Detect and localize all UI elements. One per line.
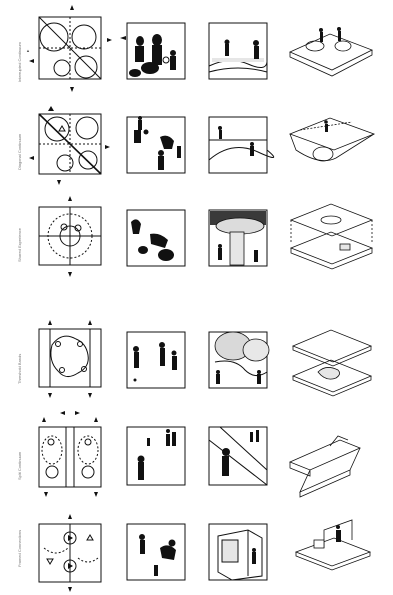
- row-3-section-view: [209, 210, 267, 266]
- svg-text:▲: ▲: [26, 48, 30, 53]
- row-3-figure-collage: [127, 210, 185, 266]
- row-4-figure-collage: [127, 332, 185, 388]
- row-6-plan-diagram: [39, 514, 101, 592]
- row-6-figure-collage: [127, 524, 185, 580]
- row-4-axonometric: [293, 330, 371, 396]
- row-5-axonometric: [290, 436, 360, 497]
- row-1-plan-diagram: ▲: [26, 5, 112, 92]
- row-5-plan-diagram: [39, 411, 101, 497]
- row-1-figure-collage: [120, 23, 185, 79]
- row-6-axonometric: [296, 520, 370, 570]
- row-6-section-view: [209, 524, 267, 580]
- row-4-section-view: [209, 332, 269, 388]
- row-3-axonometric: [291, 204, 372, 269]
- row-2-figure-collage: [127, 116, 185, 173]
- row-2-section-view: [209, 117, 274, 173]
- row-1-section-view: [209, 23, 267, 79]
- row-2-axonometric: [290, 118, 374, 161]
- row-5-figure-collage: [127, 427, 185, 485]
- row-1-axonometric: [290, 27, 372, 76]
- row-3-plan-diagram: [39, 196, 101, 277]
- row-2-plan-diagram: [29, 106, 110, 185]
- row-4-plan-diagram: [39, 320, 101, 398]
- row-5-section-view: [209, 427, 267, 485]
